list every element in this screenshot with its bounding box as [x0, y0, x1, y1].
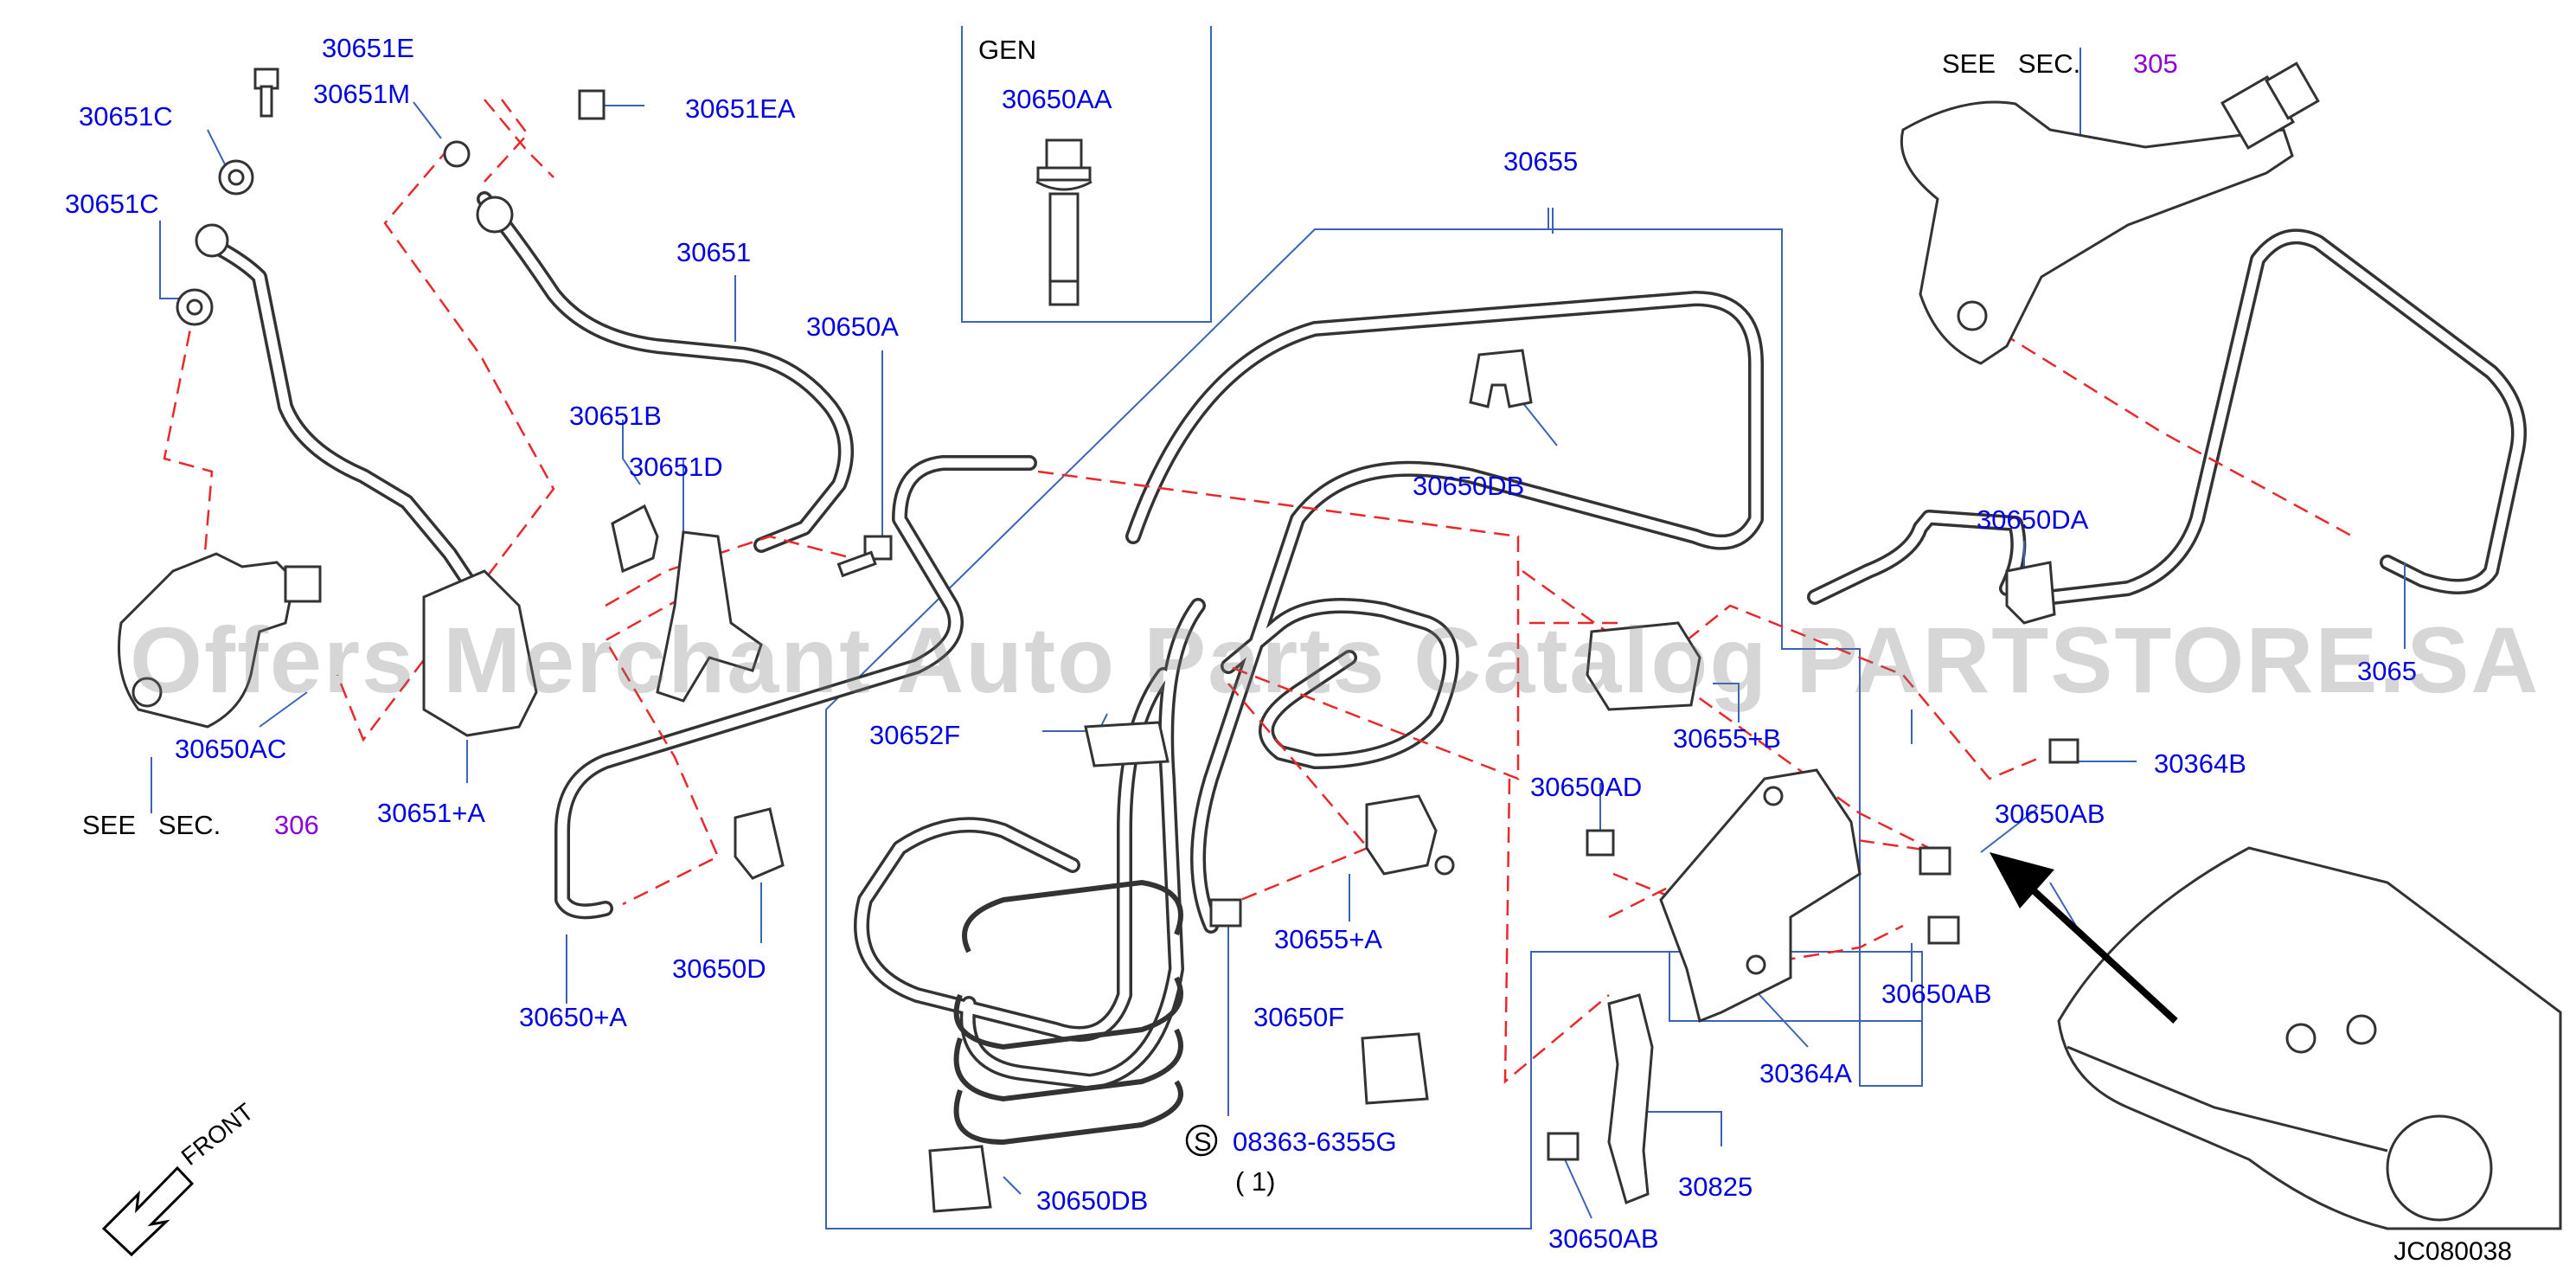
- label-30650AB-3: 30650AB: [1548, 1223, 1659, 1254]
- clip-30650F: [1361, 1032, 1429, 1105]
- label-30650AA: 30650AA: [1002, 84, 1112, 114]
- part-sketches: [118, 61, 2562, 1230]
- pipe-coil: [953, 879, 1183, 1146]
- label-30650AD: 30650AD: [1530, 772, 1643, 802]
- clip-30650D: [734, 807, 785, 880]
- operating-cylinder: [118, 552, 296, 729]
- label-30650DB-top: 30650DB: [1413, 471, 1525, 501]
- label-3065-partial: 3065: [2357, 656, 2417, 686]
- label-30650DB-bottom: 30650DB: [1036, 1185, 1149, 1216]
- label-30655: 30655: [1503, 146, 1579, 177]
- label-30650D: 30650D: [672, 953, 766, 984]
- label-30364A: 30364A: [1759, 1058, 1852, 1088]
- gen-inset-box: [961, 26, 1212, 323]
- label-30651EA: 30651EA: [685, 93, 796, 124]
- label-08363-6355G: 08363-6355G: [1233, 1127, 1397, 1157]
- label-30651C-b: 30651C: [65, 189, 159, 219]
- block-30655B: [1586, 621, 1701, 711]
- see-sec-305-text: SEE SEC.: [1942, 48, 2081, 79]
- pipes: [200, 191, 2527, 1089]
- clip-30650DB-bottom: [928, 1145, 992, 1213]
- pointer-arrow: [1990, 852, 2178, 1024]
- diagram-code: JC080038: [2393, 1237, 2512, 1266]
- label-30651A: 30651+A: [377, 798, 485, 828]
- clip-30650DA: [2005, 561, 2056, 625]
- gen-label: GEN: [978, 35, 1037, 65]
- label-30651: 30651: [676, 237, 752, 267]
- bracket-30651A: [422, 569, 538, 737]
- label-30655B: 30655+B: [1673, 723, 1781, 754]
- label-30650AB-1: 30650AB: [1995, 799, 2105, 829]
- label-30825: 30825: [1678, 1172, 1753, 1202]
- clip-30651B: [611, 504, 659, 574]
- bolt-30651EA: [578, 89, 606, 120]
- s-marker-text: S: [1194, 1127, 1212, 1157]
- bracket-30364A: [1659, 768, 1862, 1024]
- label-30651B: 30651B: [569, 401, 662, 431]
- clip-30650DB-top: [1469, 349, 1533, 408]
- label-30651D: 30651D: [629, 452, 723, 482]
- see-sec-305-ref[interactable]: 305: [2133, 48, 2178, 79]
- bolt-30650AA: [1035, 138, 1093, 306]
- label-30651C-a: 30651C: [79, 101, 173, 132]
- bracket-30651D: [656, 530, 763, 703]
- label-30650pA: 30650+A: [519, 1002, 627, 1032]
- label-30651M: 30651M: [313, 79, 411, 109]
- see-sec-306-ref[interactable]: 306: [274, 810, 319, 840]
- label-30650F: 30650F: [1253, 1002, 1345, 1032]
- front-arrow-icon: [101, 1165, 195, 1257]
- label-30655A: 30655+A: [1274, 924, 1382, 954]
- label-30364B: 30364B: [2154, 748, 2246, 779]
- label-30650AC: 30650AC: [175, 734, 287, 764]
- bracket-30825: [1607, 993, 1654, 1205]
- label-30651E: 30651E: [322, 33, 414, 63]
- label-30650DA: 30650DA: [1977, 504, 2089, 535]
- watermark: Offers Merchant Auto Parts Catalog PARTS…: [130, 607, 2541, 712]
- qty-note: ( 1): [1235, 1166, 1276, 1197]
- label-30650AB-2: 30650AB: [1881, 979, 1992, 1009]
- label-30650A: 30650A: [806, 311, 899, 342]
- s-marker-circle: [1185, 1124, 1218, 1157]
- label-30652F: 30652F: [869, 720, 961, 750]
- clip-30652F: [1084, 721, 1169, 767]
- connector-30655A: [1365, 794, 1438, 876]
- see-sec-306-text: SEE SEC.: [82, 810, 221, 840]
- master-cylinder: [1900, 100, 2294, 365]
